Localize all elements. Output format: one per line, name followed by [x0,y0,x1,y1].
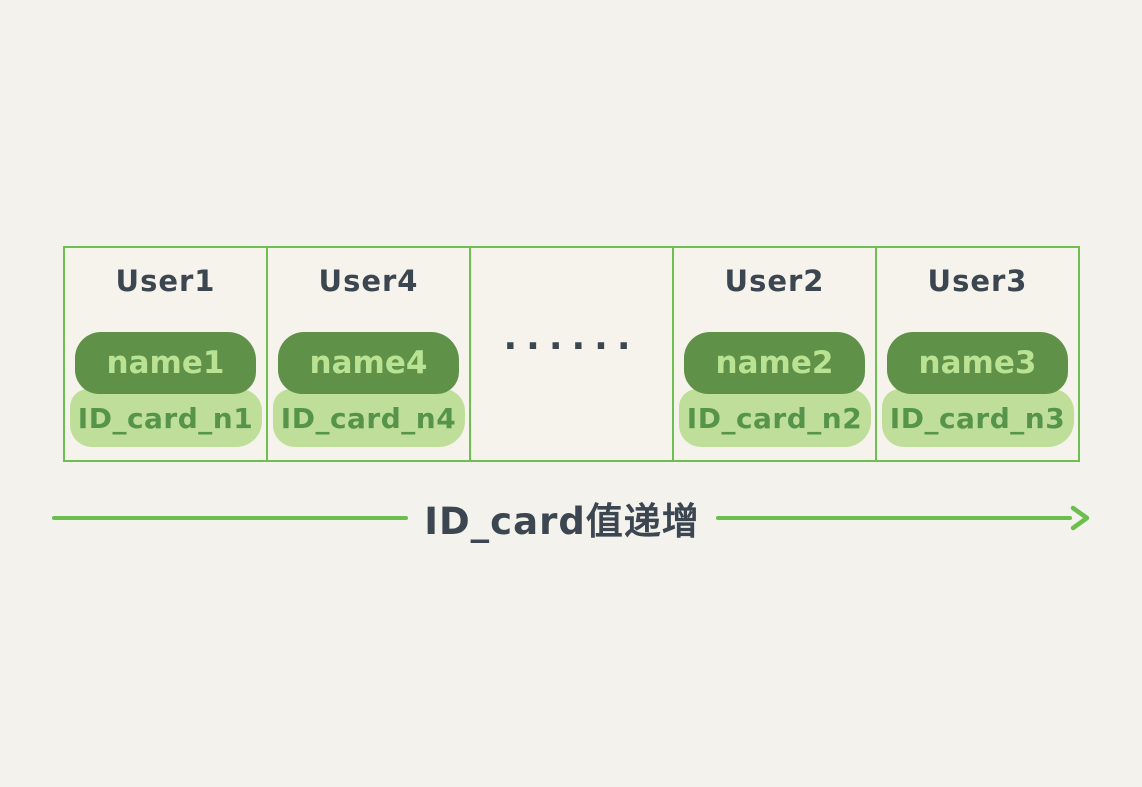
field-pills: name4 ID_card_n4 [272,332,465,447]
field-pills: name2 ID_card_n2 [678,332,871,447]
id-card-pill-label: ID_card_n4 [280,401,457,435]
user-records-table: User1 name1 ID_card_n1 User4 name4 ID_ca… [63,246,1080,462]
name-pill-label: name2 [715,345,834,381]
id-card-pill: ID_card_n4 [272,389,465,447]
ellipsis-cell: ······ [471,248,674,460]
name-pill: name3 [887,332,1068,394]
name-pill-label: name1 [106,345,225,381]
arrow-line-left [52,516,409,520]
user-cell-title: User2 [724,264,825,298]
user-cell-1: User1 name1 ID_card_n1 [65,248,268,460]
id-card-pill: ID_card_n1 [69,389,262,447]
ellipsis-dots: ······ [503,326,640,367]
user-cell-3: User3 name3 ID_card_n3 [877,248,1078,460]
id-card-increasing-arrow: ID_card值递增 [52,489,1092,547]
field-pills: name3 ID_card_n3 [881,332,1074,447]
name-pill-label: name4 [309,345,428,381]
name-pill: name2 [684,332,865,394]
name-pill-label: name3 [918,345,1037,381]
user-cell-title: User4 [318,264,419,298]
arrow-label: ID_card值递增 [424,500,700,543]
id-card-pill-label: ID_card_n2 [686,401,863,435]
user-cell-4: User4 name4 ID_card_n4 [268,248,471,460]
user-cell-title: User1 [115,264,216,298]
user-cell-2: User2 name2 ID_card_n2 [674,248,877,460]
id-card-pill: ID_card_n3 [881,389,1074,447]
user-cell-title: User3 [927,264,1028,298]
arrow-head-icon [1070,505,1090,531]
name-pill: name1 [75,332,256,394]
id-card-pill-label: ID_card_n3 [889,401,1066,435]
arrow-line-right [715,516,1072,520]
field-pills: name1 ID_card_n1 [69,332,262,447]
name-pill: name4 [278,332,459,394]
id-card-pill-label: ID_card_n1 [77,401,254,435]
id-card-pill: ID_card_n2 [678,389,871,447]
